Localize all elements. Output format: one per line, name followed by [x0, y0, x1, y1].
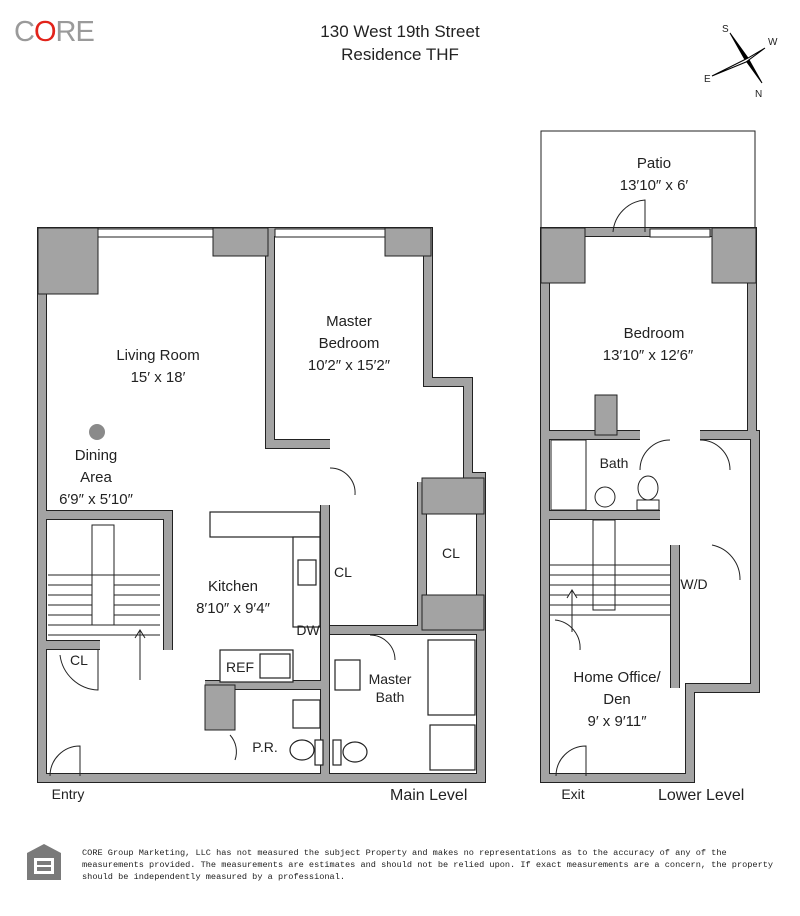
svg-text:CL: CL [70, 652, 88, 668]
svg-text:E: E [704, 74, 711, 85]
equal-housing-icon [27, 844, 61, 880]
svg-text:CL: CL [334, 564, 352, 580]
svg-text:8′10″ x 9′4″: 8′10″ x 9′4″ [196, 600, 270, 617]
lower-level-plan: Patio 13′10″ x 6′ Bedroom 13′10″ x 12′6″… [540, 130, 760, 804]
svg-text:N: N [755, 89, 762, 100]
svg-text:W: W [768, 37, 778, 48]
svg-text:10′2″ x 15′2″: 10′2″ x 15′2″ [308, 357, 391, 374]
svg-text:Bath: Bath [376, 689, 405, 705]
disclaimer-text: CORE Group Marketing, LLC has not measur… [82, 848, 774, 882]
svg-text:Dining: Dining [75, 447, 118, 464]
svg-text:S: S [722, 24, 729, 35]
exit-label: Exit [561, 786, 584, 802]
svg-text:Bedroom: Bedroom [319, 335, 380, 352]
svg-text:Bedroom: Bedroom [624, 325, 685, 342]
svg-text:Kitchen: Kitchen [208, 578, 258, 595]
address-title: 130 West 19th Street [320, 22, 480, 41]
svg-text:Den: Den [603, 691, 631, 708]
residence-title: Residence THF [341, 45, 459, 64]
svg-text:W/D: W/D [680, 576, 707, 592]
svg-text:DW: DW [296, 622, 320, 638]
main-level-plan: Living Room 15′ x 18′ Master Bedroom 10′… [37, 227, 486, 804]
svg-text:Patio: Patio [637, 155, 671, 172]
svg-text:13′10″ x 6′: 13′10″ x 6′ [620, 177, 689, 194]
svg-text:Area: Area [80, 469, 112, 486]
svg-text:Master: Master [326, 313, 372, 330]
main-level-label: Main Level [390, 787, 467, 804]
svg-text:Home Office/: Home Office/ [573, 669, 661, 686]
svg-text:13′10″ x 12′6″: 13′10″ x 12′6″ [603, 347, 694, 364]
svg-text:REF: REF [226, 659, 254, 675]
svg-text:6′9″ x 5′10″: 6′9″ x 5′10″ [59, 491, 133, 508]
svg-text:Living Room: Living Room [116, 347, 199, 364]
svg-text:P.R.: P.R. [252, 739, 277, 755]
entry-label: Entry [52, 786, 85, 802]
svg-text:CL: CL [442, 545, 460, 561]
svg-text:9′ x 9′11″: 9′ x 9′11″ [587, 713, 647, 730]
core-logo: CORE [14, 16, 95, 48]
compass-icon: S W E N [704, 24, 778, 100]
svg-text:Bath: Bath [600, 455, 629, 471]
lower-level-label: Lower Level [658, 787, 744, 804]
svg-text:Master: Master [369, 671, 412, 687]
svg-text:15′ x 18′: 15′ x 18′ [131, 369, 186, 386]
